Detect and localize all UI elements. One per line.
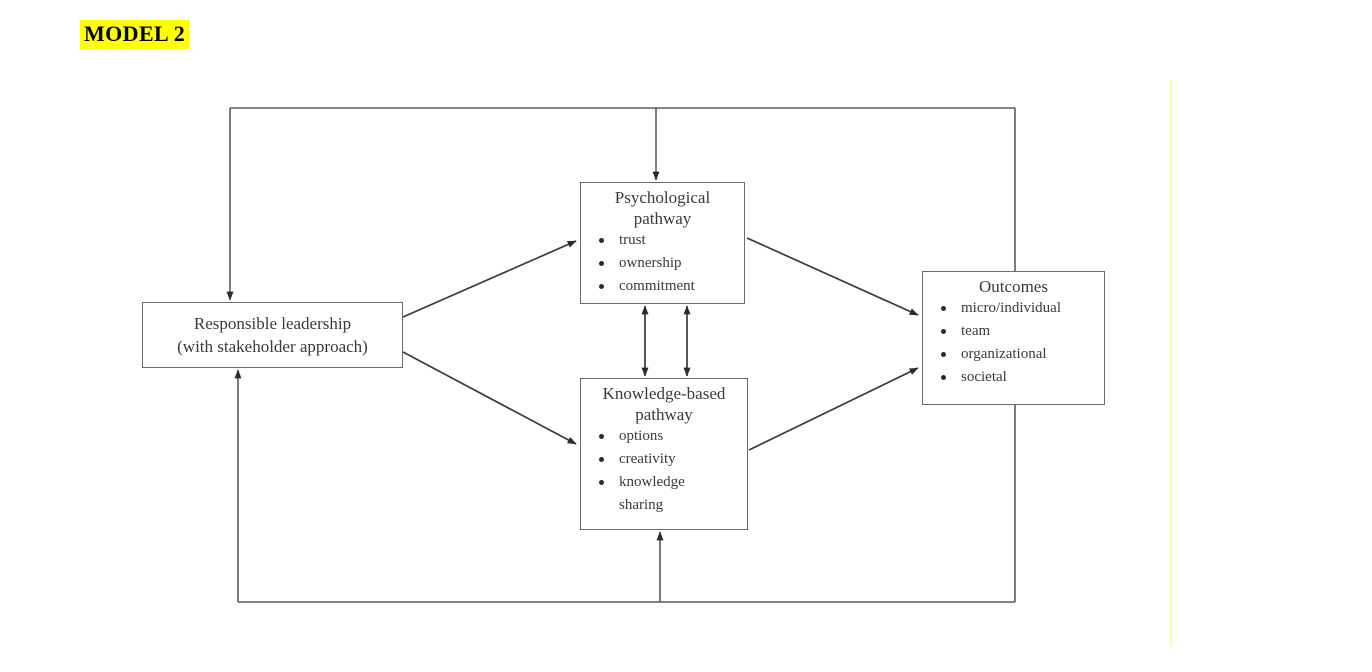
arrow-leadership-to-psychological (402, 240, 577, 318)
list-item-label: knowledge (619, 474, 685, 490)
responsible-leadership-line-2: (with stakeholder approach) (177, 337, 368, 356)
bullet-icon (941, 375, 946, 380)
bullet-icon (599, 238, 604, 243)
node-psychological-pathway[interactable]: Psychological pathway trust ownership co… (580, 182, 745, 304)
bullet-icon (941, 306, 946, 311)
list-item-label: trust (619, 232, 646, 248)
bullet-icon (599, 261, 604, 266)
list-item: organizational (923, 343, 1104, 366)
arrow-leadership-to-knowledge (402, 351, 577, 445)
list-item-label: societal (961, 369, 1007, 385)
arrow-knowledge-to-outcomes (748, 367, 919, 451)
knowledge-item-list: options creativity knowledge sharing (581, 425, 747, 517)
list-item: commitment (581, 275, 744, 298)
outcomes-item-list: micro/individual team organizational soc… (923, 297, 1104, 389)
list-item-label: team (961, 323, 991, 339)
list-item-label: creativity (619, 451, 676, 467)
outcomes-heading: Outcomes (979, 277, 1048, 296)
list-item: ownership (581, 252, 744, 275)
arrow-psychological-to-outcomes (746, 237, 919, 316)
list-item: options (581, 425, 747, 448)
list-item: creativity (581, 448, 747, 471)
bullet-icon (599, 480, 604, 485)
list-item-label: organizational (961, 346, 1047, 362)
list-item: societal (923, 366, 1104, 389)
node-outcomes[interactable]: Outcomes micro/individual team organizat… (922, 271, 1105, 405)
bullet-icon (599, 284, 604, 289)
bullet-icon (941, 352, 946, 357)
list-item: team (923, 320, 1104, 343)
list-item-label: ownership (619, 255, 682, 271)
list-item-label: options (619, 428, 664, 444)
list-item: trust (581, 229, 744, 252)
list-item-continuation: sharing (581, 494, 747, 517)
list-item: micro/individual (923, 297, 1104, 320)
bullet-icon (599, 434, 604, 439)
list-item-label: sharing (619, 497, 664, 513)
responsible-leadership-line-1: Responsible leadership (193, 314, 352, 333)
list-item-label: commitment (619, 278, 695, 294)
bullet-icon (599, 457, 604, 462)
knowledge-heading-line-1: Knowledge-based (602, 384, 726, 403)
page-title: MODEL 2 (80, 20, 190, 49)
list-item: knowledge (581, 471, 747, 494)
bullet-icon (941, 329, 946, 334)
list-item-label: micro/individual (961, 300, 1061, 316)
knowledge-heading-line-2: pathway (635, 405, 693, 424)
psychological-heading-line-2: pathway (633, 209, 692, 228)
node-knowledge-based-pathway[interactable]: Knowledge-based pathway options creativi… (580, 378, 748, 530)
psychological-heading-line-1: Psychological (614, 188, 711, 207)
node-responsible-leadership[interactable]: Responsible leadership (with stakeholder… (142, 302, 403, 368)
accent-vertical-line (1170, 80, 1172, 646)
psychological-item-list: trust ownership commitment (581, 229, 744, 298)
